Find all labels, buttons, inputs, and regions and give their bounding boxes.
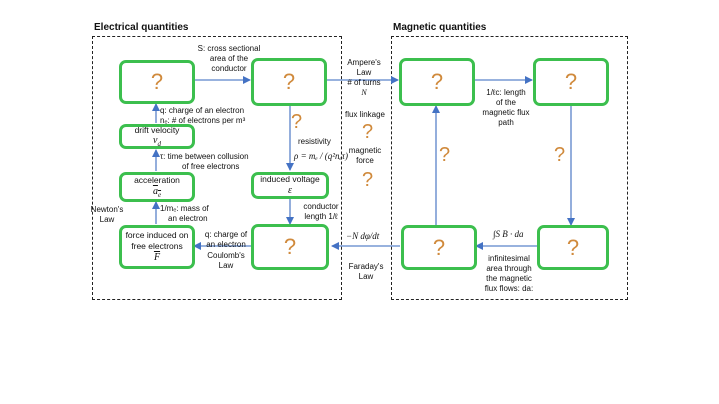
amperes-law-label: Ampere's Law # of turns N (342, 58, 386, 98)
flux-path-line: 1/ℓc: length (486, 88, 526, 97)
area-line: the magnetic (486, 274, 532, 283)
acceleration-label: acceleration (134, 175, 180, 185)
unknown-mark: ? (564, 69, 578, 94)
flux-path-line: path (498, 118, 514, 127)
unknown-mark: ? (430, 69, 444, 94)
faradays-line: Law (358, 272, 374, 281)
unknown-mark: ? (150, 69, 164, 94)
mass-line: 1/mₑ: mass of (160, 204, 209, 213)
amperes-line: Ampere's (347, 58, 381, 67)
newtons-law-label: Newton's Law (86, 205, 128, 225)
turns-line: # of turns (347, 78, 381, 87)
resistivity-label: resistivity (298, 137, 331, 146)
force-label-line1: force induced on (125, 230, 189, 241)
node-force-on-free-electrons: force induced on free electrons F (119, 225, 195, 269)
charge-coulomb-line: an electron (206, 240, 246, 249)
charge-line: q: charge of an electron (160, 106, 245, 115)
node-acceleration: acceleration ae (119, 172, 195, 202)
magnetic-quantities-title: Magnetic quantities (393, 22, 487, 33)
mass-line: an electron (168, 214, 208, 223)
unknown-resistivity-mark: ? (291, 111, 303, 133)
magnetic-force-line: force (356, 156, 374, 165)
faradays-law-label: Faraday's Law (344, 262, 388, 282)
drift-velocity-label: drift velocity (134, 124, 180, 135)
unknown-magnetic-right-mark: ? (554, 144, 566, 166)
induced-voltage-symbol: ε (288, 184, 292, 196)
electrical-quantities-title: Electrical quantities (94, 22, 189, 33)
node-unknown-electrical-bottom-mid: ? (251, 224, 329, 270)
charge-coulomb-line: q: charge of (204, 230, 248, 239)
conductor-line: length 1/ℓ (304, 212, 338, 221)
mass-label: 1/mₑ: mass of an electron (160, 204, 209, 224)
node-unknown-electrical-top-left: ? (119, 60, 195, 104)
faradays-line: Faraday's (348, 262, 384, 271)
magnetic-quantities-region (391, 36, 628, 300)
area-line: infinitesimal (488, 254, 530, 263)
flux-path-label: 1/ℓc: length of the magnetic flux path (474, 88, 538, 128)
unknown-mark: ? (432, 234, 446, 260)
acceleration-symbol: ae (152, 185, 162, 199)
unknown-mark: ? (282, 69, 296, 94)
surface-integral-label: ∫S B · da (493, 229, 524, 239)
coulombs-line: Law (218, 261, 234, 270)
unknown-magnetic-mid-mark: ? (439, 144, 451, 166)
newtons-line: Law (99, 215, 115, 224)
collision-line: τ: time between collusion (160, 152, 249, 161)
unknown-mark: ? (566, 234, 580, 260)
force-symbol: F (153, 251, 161, 263)
unknown-mark: ? (283, 234, 297, 259)
resistivity-formula: ρ = mₑ / (q²nₑτ) (294, 151, 349, 161)
area-line: area through (486, 264, 532, 273)
cross-section-label: S: cross sectional area of the conductor (196, 44, 262, 74)
coulombs-law-label: Coulomb's Law (200, 251, 252, 271)
unknown-flux-linkage-mark: ? (362, 121, 374, 143)
flux-path-line: magnetic flux (482, 108, 530, 117)
drift-velocity-symbol: vd (153, 135, 161, 149)
cross-section-line: conductor (211, 64, 247, 73)
conductor-line: conductor (303, 202, 339, 211)
collision-line: of free electrons (182, 162, 240, 171)
magnetic-force-line: magnetic (348, 146, 382, 155)
charge-coulomb-label: q: charge of an electron (200, 230, 252, 250)
flux-path-line: of the (495, 98, 516, 107)
charge-density-label: q: charge of an electron nₑ: # of electr… (160, 106, 245, 126)
newtons-line: Newton's (90, 205, 124, 214)
density-line: nₑ: # of electrons per m³ (160, 116, 246, 125)
infinitesimal-area-label: infinitesimal area through the magnetic … (478, 254, 540, 294)
turns-symbol: N (361, 88, 367, 97)
coulombs-line: Coulomb's (207, 251, 245, 260)
node-induced-voltage: induced voltage ε (251, 172, 329, 199)
node-drift-velocity: drift velocity vd (119, 124, 195, 149)
area-line: flux flows: da: (484, 284, 534, 293)
collision-time-label: τ: time between collusion of free electr… (160, 152, 249, 172)
node-unknown-magnetic-top-right: ? (533, 58, 609, 106)
unknown-magnetic-force-mark: ? (362, 169, 374, 191)
cross-section-line: S: cross sectional (197, 44, 261, 53)
force-label-line2: free electrons (131, 241, 183, 251)
conductor-length-label: conductor length 1/ℓ (290, 202, 352, 222)
node-unknown-electrical-top-mid: ? (251, 58, 327, 106)
cross-section-line: area of the (209, 54, 249, 63)
magnetic-force-label: magnetic force (342, 146, 388, 166)
node-unknown-magnetic-bottom-right: ? (537, 225, 609, 270)
amperes-line: Law (356, 68, 372, 77)
electrical-quantities-region (92, 36, 342, 300)
faradays-formula: −N dφ/dt (346, 231, 380, 241)
induced-voltage-label: induced voltage (260, 174, 320, 185)
flux-linkage-label: flux linkage (344, 110, 386, 119)
node-unknown-magnetic-bottom-left: ? (401, 225, 477, 270)
node-unknown-magnetic-top-left: ? (399, 58, 475, 106)
